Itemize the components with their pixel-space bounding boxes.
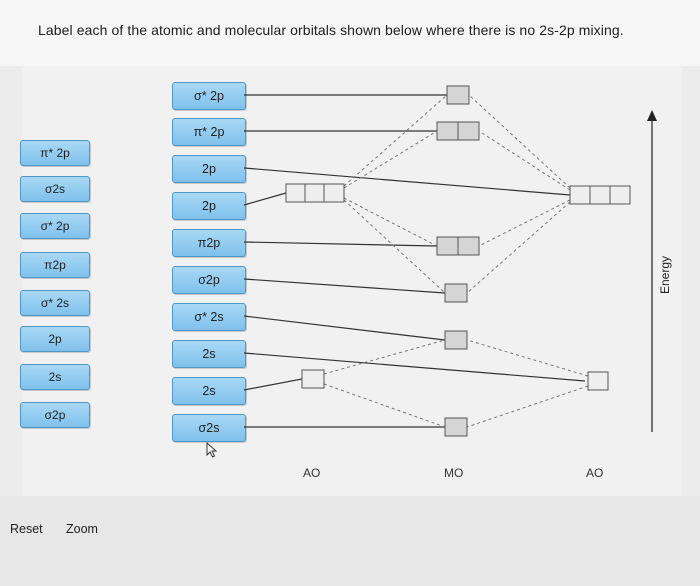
reset-button[interactable]: Reset (10, 522, 43, 536)
zoom-button[interactable]: Zoom (66, 522, 98, 536)
target-slot-3[interactable]: 2p (172, 155, 246, 183)
target-slot-2[interactable]: π* 2p (172, 118, 246, 146)
target-slot-10[interactable]: σ2s (172, 414, 246, 442)
bank-label-2p[interactable]: 2p (20, 326, 90, 352)
bank-label-sigma-star-2s[interactable]: σ* 2s (20, 290, 90, 316)
bank-label-sigma-2s[interactable]: σ2s (20, 176, 90, 202)
target-slot-9[interactable]: 2s (172, 377, 246, 405)
bank-label-pi-2p[interactable]: π2p (20, 252, 90, 278)
page-header (0, 0, 700, 66)
target-slot-1[interactable]: σ* 2p (172, 82, 246, 110)
column-label-left-ao: AO (303, 466, 321, 480)
bottom-toolbar (0, 496, 700, 586)
column-label-mo: MO (444, 466, 464, 480)
column-label-right-ao: AO (586, 466, 604, 480)
bank-label-sigma-2p[interactable]: σ2p (20, 402, 90, 428)
bank-label-sigma-star-2p[interactable]: σ* 2p (20, 213, 90, 239)
instructions-text: Label each of the atomic and molecular o… (38, 22, 624, 38)
target-slot-5[interactable]: π2p (172, 229, 246, 257)
target-slot-6[interactable]: σ2p (172, 266, 246, 294)
mouse-cursor-icon (206, 442, 218, 458)
target-slot-4[interactable]: 2p (172, 192, 246, 220)
bank-label-2s[interactable]: 2s (20, 364, 90, 390)
target-slot-7[interactable]: σ* 2s (172, 303, 246, 331)
diagram-workspace (22, 66, 682, 496)
target-slot-8[interactable]: 2s (172, 340, 246, 368)
bank-label-pi-star-2p[interactable]: π* 2p (20, 140, 90, 166)
energy-axis-label: Energy (658, 255, 673, 295)
